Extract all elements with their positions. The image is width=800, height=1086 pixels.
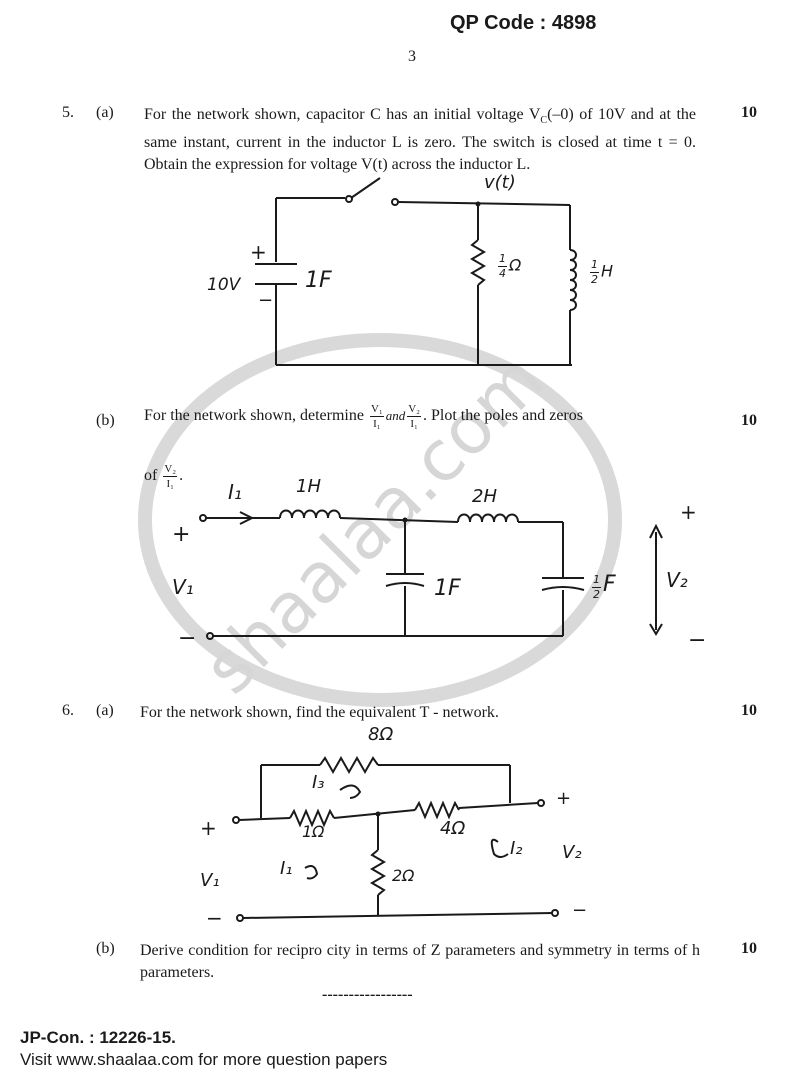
label-v1-5b: V₁	[172, 575, 194, 599]
label-v1-6a: V₁	[200, 870, 220, 891]
question-text-6a: For the network shown, find the equivale…	[140, 704, 499, 721]
watermark: shaalaa.com	[138, 333, 622, 710]
question-text-5a: For the network shown, capacitor C has a…	[144, 104, 696, 176]
label-plus-5a: +	[250, 240, 267, 264]
question-number-5: 5.	[62, 104, 74, 121]
q5b-text-b: . Plot the poles and zeros	[423, 407, 583, 425]
q5a-sub: C	[540, 115, 548, 127]
frac1-den: I₁	[373, 418, 381, 430]
ind-den: 2	[591, 273, 598, 286]
label-v2-6a: V₂	[562, 842, 582, 863]
watermark-text: shaalaa.com	[188, 338, 560, 710]
res-unit: Ω	[509, 255, 522, 275]
label-plus-right-5b: +	[680, 500, 697, 524]
frac2-den: I₁	[410, 418, 418, 430]
label-i1-6a: I₁	[280, 858, 293, 879]
frac1-num: V₁	[369, 403, 384, 417]
label-minus-right-6a: −	[572, 900, 588, 921]
q5b-text-c: of	[144, 467, 158, 485]
question-part-5a: (a)	[96, 104, 114, 121]
label-r4: 4Ω	[440, 818, 466, 839]
question-text-6b: Derive condition for recipro city in ter…	[140, 942, 700, 981]
label-minus-left-6a: −	[206, 906, 223, 930]
q5b-and: and	[385, 408, 406, 424]
label-r8: 8Ω	[368, 724, 394, 745]
label-minus-left-5b: −	[178, 626, 197, 651]
label-l2-5b: 2H	[472, 486, 497, 507]
c2-den: 2	[593, 587, 600, 601]
footer-jp-con: JP-Con. : 12226-15.	[20, 1028, 176, 1047]
q5a-text-2: (–0) of 10V and at the same instant, cur…	[144, 106, 696, 174]
marks-5a: 10	[741, 104, 757, 121]
frac2-num: V₂	[407, 403, 422, 417]
label-i1-5b: I₁	[228, 480, 242, 504]
label-l1-5b: 1H	[296, 476, 321, 497]
label-v2-5b: V₂	[666, 568, 688, 592]
question-part-5b: (b)	[96, 412, 115, 429]
label-i2-6a: I₂	[510, 838, 523, 859]
label-minus-5a: −	[258, 290, 274, 311]
label-plus-right-6a: +	[556, 788, 572, 809]
page-number: 3	[408, 48, 416, 65]
marks-6a: 10	[741, 702, 757, 719]
res-den: 4	[499, 267, 506, 280]
label-r1: 1Ω	[302, 822, 325, 841]
label-minus-right-5b: −	[688, 628, 707, 653]
label-plus-left-6a: +	[200, 816, 217, 840]
label-r2: 2Ω	[392, 866, 415, 885]
res-num: 1	[498, 252, 507, 267]
frac3-den: I₁	[166, 478, 174, 490]
ind-num: 1	[590, 258, 599, 273]
label-c1-5b: 1F	[434, 576, 461, 601]
q5a-text-1: For the network shown, capacitor C has a…	[144, 106, 541, 123]
ind-unit: H	[601, 261, 614, 281]
label-cap-5a: 1F	[305, 268, 332, 293]
label-plus-left-5b: +	[172, 522, 191, 547]
separator: -----------------	[322, 986, 413, 1003]
frac3-num: V₂	[163, 463, 178, 477]
c2-unit: F	[603, 572, 616, 597]
question-part-6a: (a)	[96, 702, 114, 719]
c2-num: 1	[592, 572, 601, 588]
label-i3: I₃	[312, 772, 325, 793]
qp-code: QP Code : 4898	[450, 12, 597, 34]
question-part-6b: (b)	[96, 940, 115, 957]
question-number-6: 6.	[62, 702, 74, 719]
q5b-text-a: For the network shown, determine	[144, 407, 364, 425]
footer-visit: Visit www.shaalaa.com for more question …	[20, 1050, 388, 1069]
label-source: 10V	[207, 275, 241, 295]
marks-5b: 10	[741, 412, 757, 429]
marks-6b: 10	[741, 940, 757, 957]
label-vt: v(t)	[484, 172, 516, 193]
